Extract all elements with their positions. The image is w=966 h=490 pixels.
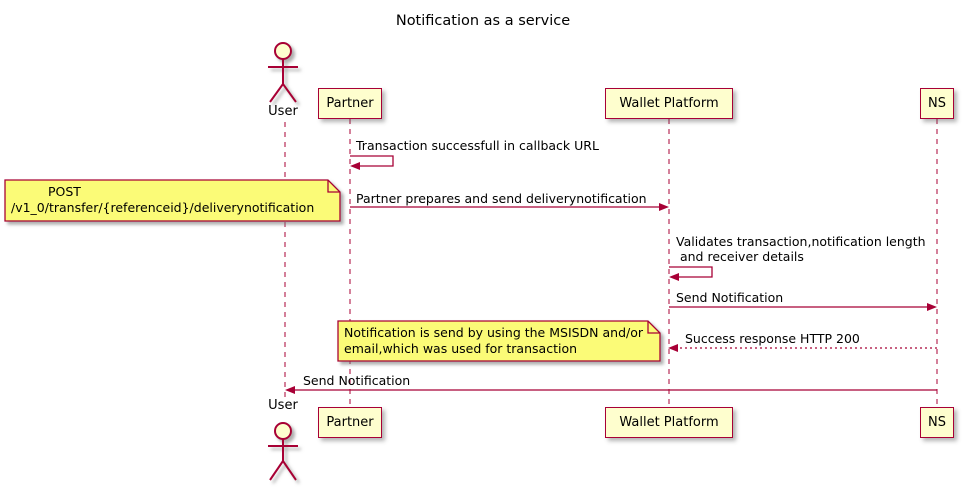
note-post-endpoint-shape: [4, 179, 341, 222]
note-msisdn-line2: email,which was used for transaction: [344, 341, 578, 356]
arrow-msg1-self: [350, 155, 394, 167]
participant-wallet-platform-label: Wallet Platform: [619, 96, 719, 111]
message-3-label-line1: Validates transaction,notification lengt…: [676, 234, 926, 249]
message-2-label: Partner prepares and send deliverynotifi…: [356, 191, 647, 206]
arrowhead-msg3: [669, 273, 679, 281]
actor-user-label-top: User: [268, 104, 298, 119]
participant-ns-bottom: NS: [920, 407, 954, 438]
message-1-label: Transaction successfull in callback URL: [356, 138, 599, 153]
arrowhead-msg6: [285, 386, 295, 394]
participant-wallet-platform-top: Wallet Platform: [605, 88, 733, 119]
arrowhead-msg2: [659, 203, 669, 211]
participant-wallet-platform-bottom: Wallet Platform: [605, 407, 733, 438]
arrowhead-msg1: [350, 162, 360, 170]
participant-partner-label: Partner: [326, 415, 374, 430]
note-post-line1: POST: [48, 184, 81, 199]
participant-ns-label: NS: [928, 415, 946, 430]
actor-user-label-bottom: User: [268, 398, 298, 413]
message-5-label: Success response HTTP 200: [685, 331, 860, 346]
message-4-label: Send Notification: [676, 290, 784, 305]
participant-ns-top: NS: [920, 88, 954, 119]
note-msisdn-line1: Notification is send by using the MSISDN…: [344, 325, 644, 340]
message-3-label-line2: and receiver details: [676, 249, 804, 264]
lifelines: [284, 119, 938, 407]
participant-partner-label: Partner: [326, 96, 374, 111]
arrow-msg3-self: [669, 266, 713, 278]
note-msisdn-email-shape: [337, 320, 661, 362]
participant-partner-bottom: Partner: [318, 407, 382, 438]
arrowhead-msg5: [668, 344, 678, 352]
arrowhead-msg4: [927, 303, 937, 311]
message-arrows: Wallet Platform (dotted return) -->: [285, 155, 937, 394]
actor-user-icon-top: [268, 42, 298, 103]
participant-wallet-platform-label: Wallet Platform: [619, 415, 719, 430]
actor-user-icon-bottom: [268, 422, 298, 481]
participant-ns-label: NS: [928, 96, 946, 111]
note-post-line2: /v1_0/transfer/{referenceid}/deliverynot…: [11, 200, 315, 215]
participant-partner-top: Partner: [318, 88, 382, 119]
message-6-label: Send Notification: [303, 373, 411, 388]
diagram-title: Notification as a service: [395, 13, 571, 29]
